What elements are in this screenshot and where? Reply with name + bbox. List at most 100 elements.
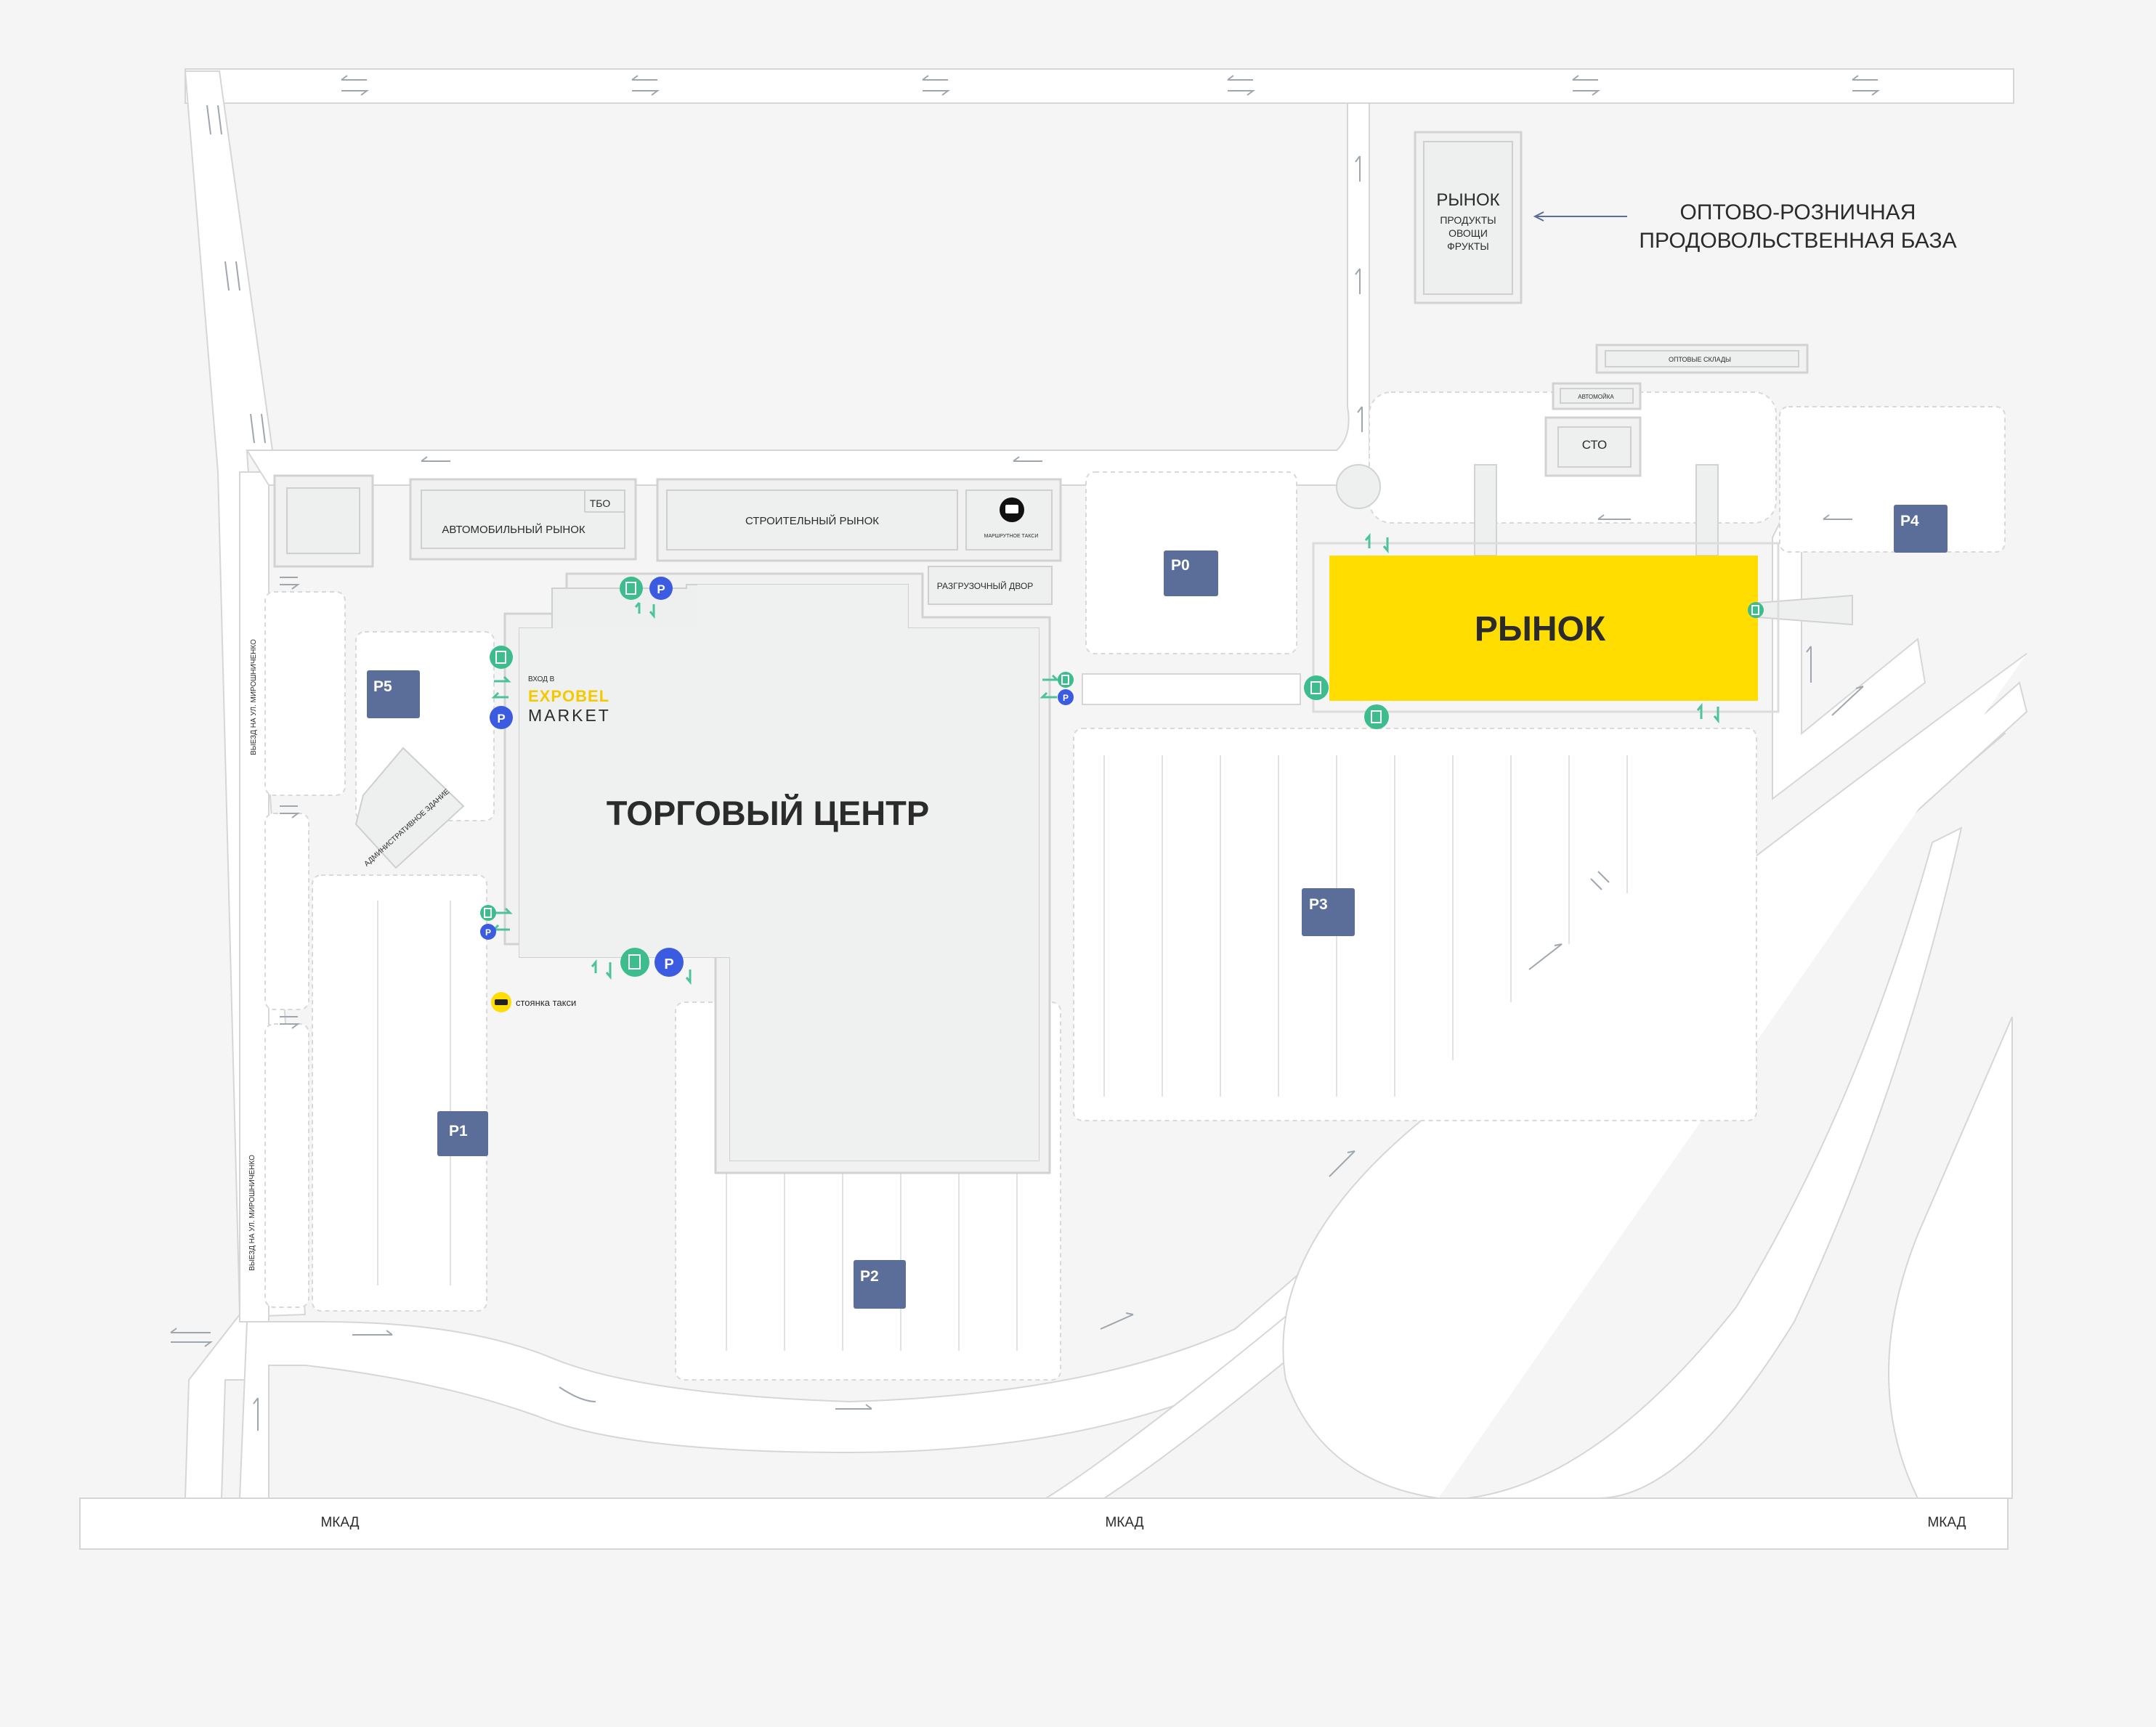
parking-icon: P: [654, 948, 684, 977]
direction-arrow-icon: [922, 75, 950, 96]
svg-text:P: P: [485, 927, 491, 938]
lot-left-upper: [264, 591, 346, 796]
direction-arrow-icon: [1831, 686, 1864, 716]
direction-arrow-icon: [280, 805, 300, 818]
direction-arrow-icon: [1100, 1312, 1134, 1330]
direction-arrow-icon: [1355, 155, 1361, 182]
service-label: СТО: [1582, 438, 1608, 452]
svg-text:P4: P4: [1900, 513, 1919, 529]
entrance-door-icon: [620, 577, 643, 600]
direction-arrow-icon: [352, 1330, 393, 1336]
direction-arrow-icon: [835, 1404, 872, 1410]
direction-arrow-icon: [421, 456, 450, 462]
wholesale-line1: ОПТОВО-РОЗНИЧНАЯ: [1680, 200, 1916, 224]
direction-arrow-icon: [1528, 943, 1563, 970]
tbo-label: ТБО: [590, 497, 611, 509]
unloading-yard: [928, 566, 1053, 605]
carwash-label: АВТОМОЙКА: [1578, 394, 1614, 400]
direction-arrow-icon: [1806, 646, 1812, 683]
svg-text:P1: P1: [449, 1123, 468, 1139]
mall-label: ТОРГОВЫЙ ЦЕНТР: [607, 794, 930, 832]
building-market-label: СТРОИТЕЛЬНЫЙ РЫНОК: [745, 514, 879, 527]
direction-arrow-icon: [1227, 75, 1255, 96]
entrance-door-icon: [480, 905, 496, 921]
mkad-label-2: МКАД: [1105, 1515, 1143, 1530]
market-building: [1329, 556, 1758, 701]
svg-text:P2: P2: [860, 1268, 879, 1285]
top-left-block: [286, 487, 360, 554]
unloading-label: РАЗГРУЗОЧНЫЙ ДВОР: [937, 580, 1033, 591]
taxi-icon: [491, 992, 511, 1012]
parking-icon: P: [649, 577, 673, 600]
right-road: [1772, 506, 1926, 801]
lot-p1: [312, 874, 487, 1312]
svg-text:P: P: [1063, 693, 1069, 703]
food-market: [1423, 141, 1513, 295]
brand-top: EXPOBEL: [528, 687, 609, 705]
direction-arrow-icon: [1590, 871, 1610, 890]
mkad-label-1: МКАД: [320, 1515, 359, 1530]
direction-arrow-icon: [224, 261, 240, 291]
direction-arrow-icon: [1823, 514, 1852, 520]
direction-arrow-icon: [1013, 456, 1042, 462]
market-label: РЫНОК: [1475, 610, 1606, 649]
direction-arrow-icon: [559, 1386, 596, 1402]
direction-arrow-icon: [1597, 514, 1631, 520]
svg-text:P5: P5: [373, 678, 392, 695]
ramp-3: [1467, 826, 1963, 1499]
exit-road: [239, 471, 270, 1322]
warehouses: [1605, 350, 1799, 367]
pedestrian-link: [1082, 673, 1301, 705]
food-market-line2: ОВОЩИ: [1448, 227, 1488, 239]
brand-bottom: MARKET: [528, 706, 611, 725]
wholesale-pointer: [1533, 211, 1627, 222]
direction-arrow-icon: [206, 105, 222, 135]
warehouses-label: ОПТОВЫЕ СКЛАДЫ: [1669, 356, 1731, 363]
direction-arrow-icon: [280, 1016, 300, 1029]
entrance-door-icon: [1304, 675, 1329, 700]
buildings: [273, 131, 1853, 1174]
food-market-line3: ФРУКТЫ: [1447, 240, 1489, 252]
building-market: [666, 489, 958, 550]
entrance-door-icon: [1364, 704, 1389, 729]
lot-p4: [1779, 406, 2006, 553]
parking-badge-p0[interactable]: P0: [1164, 550, 1218, 596]
car-market-label: АВТОМОБИЛЬНЫЙ РЫНОК: [442, 523, 585, 536]
parking-badge-p5[interactable]: P5: [367, 670, 420, 718]
svg-text:P3: P3: [1309, 896, 1328, 913]
direction-arrow-icon: [1357, 406, 1363, 432]
direction-arrow-icon: [280, 577, 300, 590]
ramp-4: [1888, 1016, 2013, 1499]
market-connector-2: [1695, 464, 1719, 556]
mkad-label-3: МКАД: [1927, 1515, 1966, 1530]
admin-building: [354, 747, 465, 869]
wholesale-line2: ПРОДОВОЛЬСТВЕННАЯ БАЗА: [1639, 229, 1956, 253]
mkad-road: [79, 1498, 2009, 1550]
parking-badge-p3[interactable]: P3: [1302, 888, 1355, 936]
market-connector-1: [1474, 464, 1497, 556]
parking-badges: P0 P1 P2 P3 P4 P5: [367, 505, 1948, 1309]
direction-arrow-icon: [250, 413, 266, 444]
parking-badge-p4[interactable]: P4: [1894, 505, 1948, 553]
parking-badge-p1[interactable]: P1: [437, 1111, 488, 1156]
direction-arrow-icon: [341, 75, 369, 96]
entrance-door-icon: [1748, 602, 1764, 618]
svg-text:P0: P0: [1171, 557, 1190, 574]
entrance-door-icon: [490, 646, 513, 669]
food-market-line1: ПРОДУКТЫ: [1440, 214, 1496, 226]
mall-hall: [519, 628, 1039, 955]
svg-text:P: P: [664, 956, 673, 972]
food-market-title: РЫНОК: [1436, 190, 1499, 210]
entrance-arrows: [491, 532, 1719, 986]
direction-arrow-icon: [253, 1397, 259, 1431]
lot-left-mid: [264, 813, 309, 1010]
entrance-door-icon: [1058, 672, 1074, 688]
svg-text:P: P: [497, 712, 505, 726]
market-outline: [1312, 542, 1780, 713]
direction-arrow-icon: [170, 1328, 213, 1347]
entrance-badges: P P P P P: [480, 577, 1764, 977]
parking-badge-p2[interactable]: P2: [854, 1260, 906, 1309]
lot-left-lower: [264, 1023, 309, 1308]
car-market: [421, 489, 625, 549]
taxi-stand-label: стоянка такси: [516, 997, 576, 1008]
